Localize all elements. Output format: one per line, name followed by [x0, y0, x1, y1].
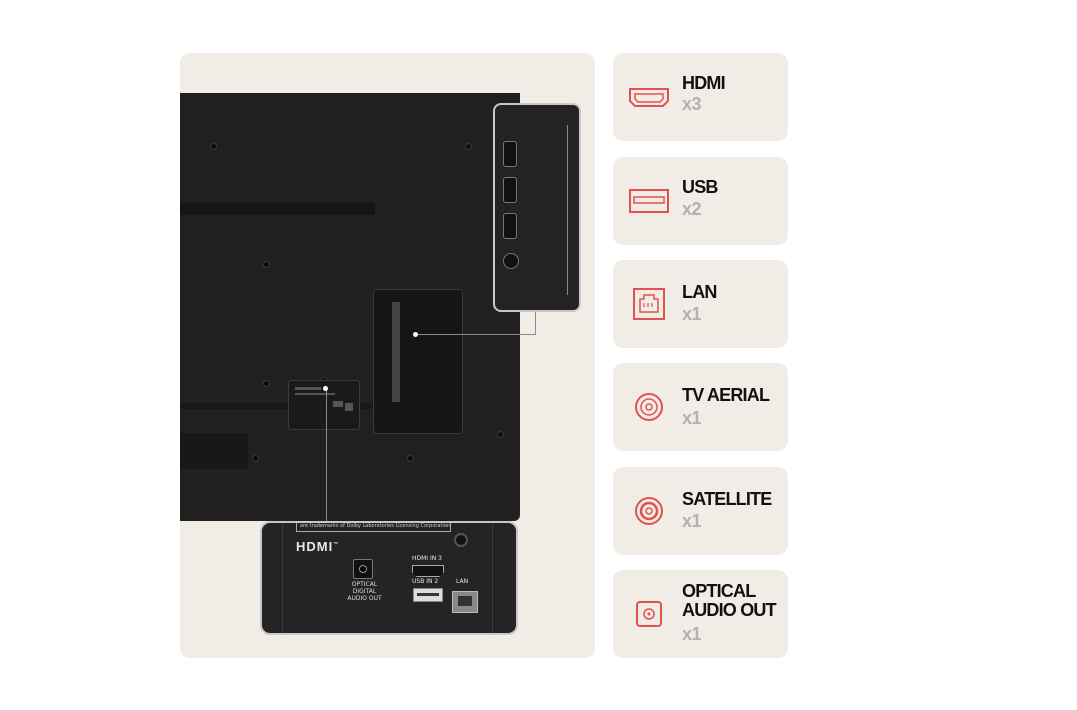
- optical-audio-port: [353, 559, 373, 579]
- screw: [252, 455, 259, 462]
- port-count: x3: [682, 94, 702, 114]
- optical-port-label: OPTICAL DIGITAL AUDIO OUT: [347, 581, 382, 602]
- lan-label: LAN: [456, 578, 469, 585]
- port-card-optical-audio-out: OPTICAL AUDIO OUT x1: [613, 570, 788, 658]
- port-card-hdmi: HDMI x3: [613, 53, 788, 141]
- usb-port: [413, 588, 443, 602]
- trademark-text: are trademarks of Dolby Laboratories Lic…: [296, 523, 451, 532]
- port-name: OPTICAL AUDIO OUT: [682, 581, 777, 620]
- port-card-satellite: SATELLITE x1: [613, 467, 788, 555]
- port-count: x1: [682, 511, 702, 531]
- screw: [497, 431, 504, 438]
- aerial-port-side: [503, 253, 519, 269]
- port-count: x1: [682, 304, 702, 324]
- leader-line: [326, 390, 327, 521]
- port-card-usb: USB x2: [613, 157, 788, 245]
- rear-ports-closeup: are trademarks of Dolby Laboratories Lic…: [260, 521, 518, 635]
- side-port-bay: [373, 289, 463, 434]
- usb-in-label: USB IN 2: [412, 578, 439, 585]
- hdmi-logo: HDMI™: [296, 539, 340, 554]
- screw: [407, 455, 414, 462]
- leader-dot: [413, 332, 418, 337]
- port-count: x2: [682, 199, 702, 219]
- screw: [263, 261, 270, 268]
- satellite-icon: [635, 497, 663, 525]
- screw: [263, 380, 270, 387]
- rear-vent: [180, 203, 375, 215]
- frame-line: [492, 523, 493, 633]
- hdmi-port-side: [503, 213, 517, 239]
- leader-dot: [323, 386, 328, 391]
- lan-port: [452, 591, 478, 613]
- side-port-strip: [392, 302, 400, 402]
- port-card-tv-aerial: TV AERIAL x1: [613, 363, 788, 451]
- side-ports-closeup: [493, 103, 581, 312]
- usb-port-side: [503, 141, 517, 167]
- lan-icon: [633, 288, 665, 320]
- port-name: HDMI: [682, 73, 726, 93]
- screw: [210, 143, 217, 150]
- tv-rear-illustration: are trademarks of Dolby Laboratories Lic…: [180, 53, 595, 658]
- screw: [465, 143, 472, 150]
- port-name: SATELLITE: [682, 489, 772, 509]
- leader-line: [416, 334, 536, 335]
- side-port-labels: [551, 125, 568, 295]
- port-name: USB: [682, 177, 718, 197]
- aerial-icon: [635, 393, 663, 421]
- hdmi-icon: [629, 88, 669, 107]
- leader-line: [535, 311, 536, 335]
- optical-icon: [636, 601, 662, 627]
- port-name: TV AERIAL: [682, 385, 770, 405]
- hdmi-in-label: HDMI IN 3: [412, 555, 442, 562]
- port-name: LAN: [682, 282, 717, 302]
- port-card-lan: LAN x1: [613, 260, 788, 348]
- tv-rear-panel: [180, 93, 520, 521]
- port-count: x1: [682, 408, 702, 428]
- rear-lower-block: [180, 433, 248, 469]
- hdmi-port-side: [503, 177, 517, 203]
- port-count: x1: [682, 624, 702, 644]
- rivet: [454, 533, 468, 547]
- usb-icon: [629, 189, 669, 213]
- hdmi-port: [412, 565, 444, 577]
- frame-line: [282, 523, 283, 633]
